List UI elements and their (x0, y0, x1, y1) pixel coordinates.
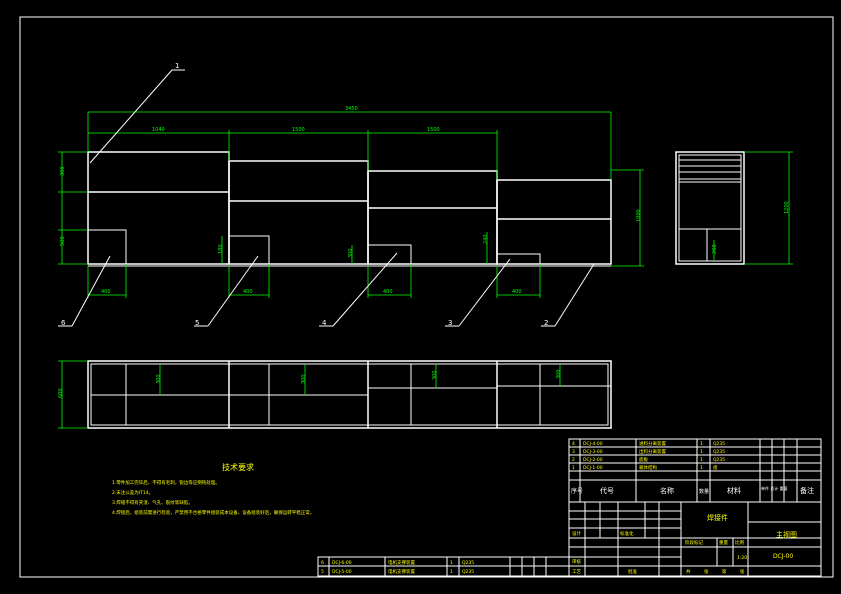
header-name: 名称 (660, 486, 674, 495)
dim-seg-2: 1500 (292, 127, 305, 133)
label-standard: 标准化 (620, 530, 634, 537)
part-no: 2 (572, 457, 575, 463)
tech-notes-title: 技术要求 (222, 462, 254, 472)
part-mat: Q235 (713, 441, 725, 447)
dim-bottom-4: 400 (512, 289, 522, 295)
dim-inner-3: 240 (483, 234, 489, 244)
label-stage: 阶段标记 (685, 539, 703, 546)
tech-note-line: 1.零件加工完毕后，不得有毛刺，锐边等应倒钝处理。 (112, 479, 220, 486)
dim-plan-3: 300 (432, 370, 438, 380)
dim-plan-1: 300 (156, 374, 162, 384)
lower-parts-list: 6 DCJ-6-00 电机支撑装置 1 Q235 5 DCJ-5-00 电机支撑… (317, 556, 570, 577)
header-note: 备注 (800, 486, 814, 495)
header-code: 代号 (600, 486, 614, 495)
dim-bottom-3: 400 (383, 289, 393, 295)
header-no: 序号 (571, 487, 583, 495)
tech-note-line: 2.未注公差为IT14。 (112, 489, 153, 496)
lower-part-mat: Q235 (462, 560, 474, 566)
dim-side-small: 200 (712, 244, 718, 254)
lower-part-name: 电机支撑装置 (388, 559, 415, 566)
lower-part-no: 6 (321, 560, 324, 566)
front-view (87, 151, 612, 267)
dim-plan-4: 300 (556, 369, 562, 379)
dim-inner-1: 180 (218, 244, 224, 254)
dim-inner-2: 300 (348, 248, 354, 258)
dim-plan-height: 600 (58, 388, 64, 398)
assembly-name: 主视图 (776, 530, 797, 539)
lower-part-code: DCJ-6-00 (332, 560, 352, 566)
lower-part-no: 5 (321, 569, 324, 575)
tech-note-line: 3.焊缝不得有夹渣、气孔、裂纹等缺陷。 (112, 499, 193, 506)
header-mat: 材料 (727, 486, 741, 495)
header-qty: 数量 (699, 488, 709, 495)
balloon-1: 1 (175, 62, 179, 70)
dim-seg-1: 1040 (152, 127, 165, 133)
lower-part-qty: 1 (450, 569, 453, 575)
label-checker: 审核 (572, 558, 581, 565)
header-weight: 单件 总计 重量 (761, 485, 788, 491)
title-block: 焊接件 主视图 DCJ-00 1:20 设计 标准化 审核 工艺 批准 阶段标记… (568, 501, 822, 577)
label-sheet: 共 张 第 张 (686, 568, 750, 575)
part-name: 底板 (639, 456, 648, 463)
drawing-no: DCJ-00 (773, 553, 793, 560)
part-mat: Q235 (713, 449, 725, 455)
balloon-6: 6 (61, 319, 66, 327)
part-code: DCJ-3-00 (583, 449, 603, 455)
label-weight: 重量 (719, 539, 728, 546)
dim-bottom-1: 400 (101, 289, 111, 295)
part-mat: Q235 (713, 457, 725, 463)
dim-left-2: 500 (60, 236, 66, 246)
label-approve: 批准 (628, 568, 637, 575)
lower-part-mat: Q235 (462, 569, 474, 575)
balloon-5: 5 (195, 319, 199, 327)
front-dimensions: 3450 1040 1500 1500 300 500 1000 180 300… (58, 106, 644, 298)
part-mat: 组 (713, 464, 718, 471)
part-qty: 1 (700, 465, 703, 471)
balloon-4: 4 (322, 319, 327, 327)
dim-left-1: 300 (60, 166, 66, 176)
label-designer: 设计 (572, 530, 581, 537)
dim-plan-2: 300 (301, 374, 307, 384)
parts-list: 4 DCJ-4-00 进料分离装置 1 Q235 3 DCJ-3-00 出料分离… (568, 438, 822, 503)
drawing-name: 焊接件 (707, 513, 728, 522)
part-code: DCJ-4-00 (583, 441, 603, 447)
tech-note-line: 4.焊接后，组装前需进行检验，严禁用不合格零件组装成本设备，设备组装好后，确保运… (112, 509, 314, 516)
balloon-2: 2 (544, 319, 548, 327)
leaders: 1 6 5 4 3 2 (58, 62, 595, 327)
side-view: 1200 200 (675, 151, 793, 265)
dim-side-height: 1200 (784, 201, 790, 214)
part-name: 箱体结构 (639, 464, 657, 471)
label-process: 工艺 (572, 569, 581, 575)
scale-value: 1:20 (737, 555, 747, 561)
part-no: 1 (572, 465, 575, 471)
part-name: 进料分离装置 (639, 440, 666, 447)
dim-bottom-2: 400 (243, 289, 253, 295)
drawing-frame (19, 16, 834, 578)
lower-part-code: DCJ-5-00 (332, 569, 352, 575)
part-code: DCJ-1-00 (583, 465, 603, 471)
tech-notes: 技术要求 1.零件加工完毕后，不得有毛刺，锐边等应倒钝处理。 2.未注公差为IT… (112, 462, 314, 516)
plan-view: 600 300 300 300 300 (58, 360, 612, 429)
part-qty: 1 (700, 449, 703, 455)
part-name: 出料分离装置 (639, 448, 666, 455)
part-qty: 1 (700, 457, 703, 463)
lower-part-qty: 1 (450, 560, 453, 566)
dim-right: 1000 (636, 209, 642, 222)
part-qty: 1 (700, 441, 703, 447)
balloon-3: 3 (448, 319, 452, 327)
label-ratio: 比例 (735, 539, 744, 546)
part-no: 3 (572, 449, 575, 455)
dim-overall: 3450 (345, 106, 358, 112)
dim-seg-3: 1500 (427, 127, 440, 133)
part-no: 4 (572, 441, 575, 447)
lower-part-name: 电机支撑装置 (388, 568, 415, 575)
part-code: DCJ-2-00 (583, 457, 603, 463)
